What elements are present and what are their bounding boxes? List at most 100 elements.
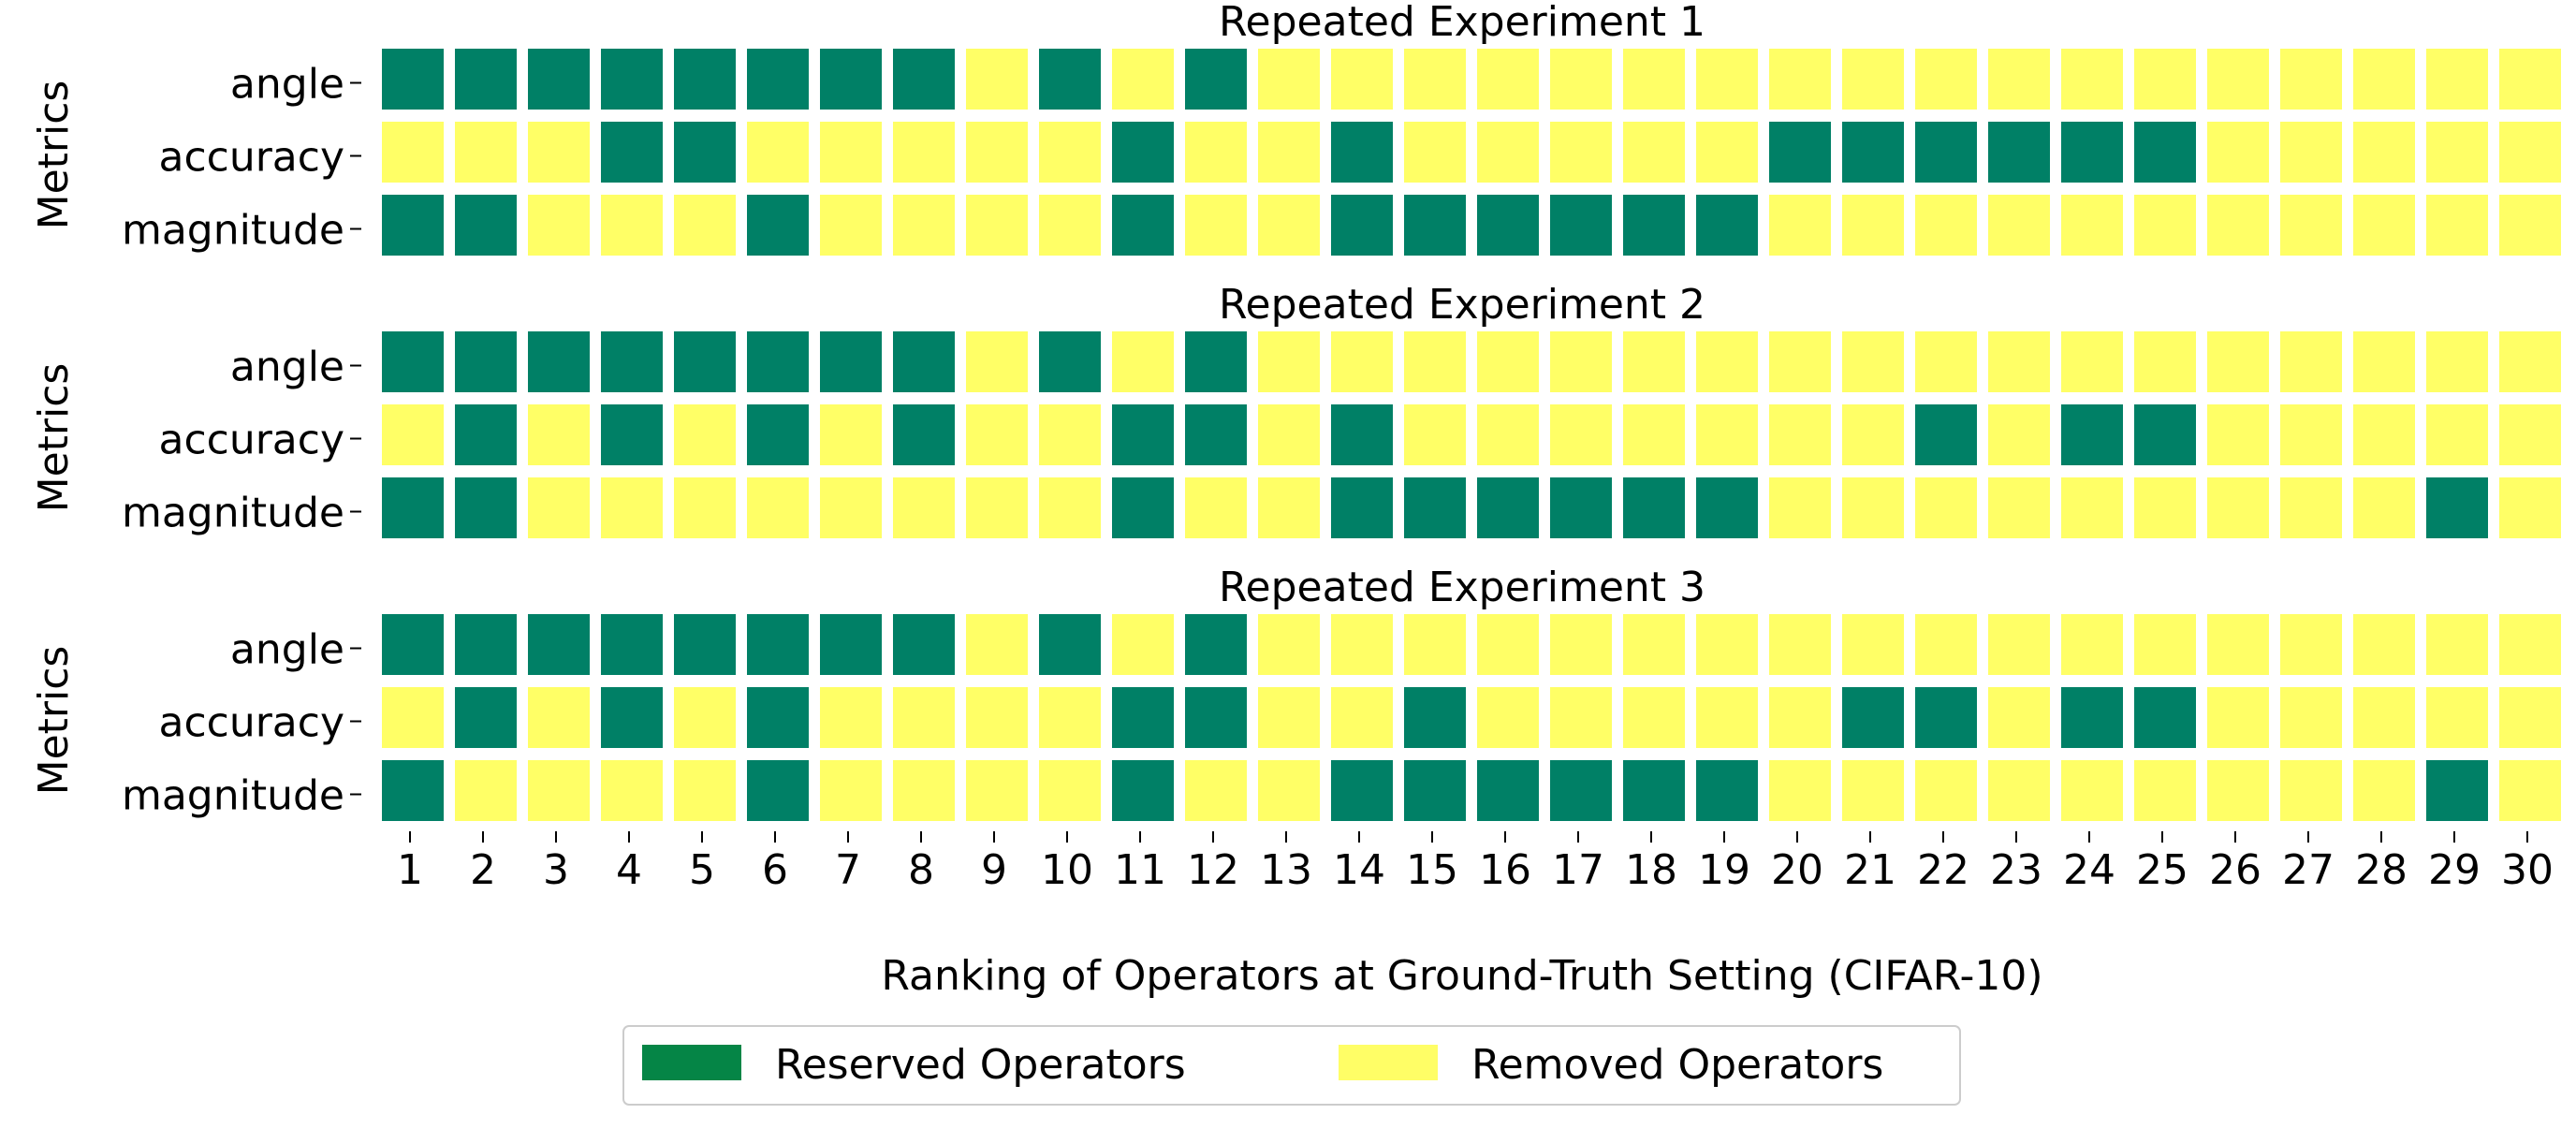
heatmap-cell	[893, 614, 955, 675]
heatmap-cell	[2426, 760, 2488, 821]
heatmap-cell	[1623, 122, 1685, 183]
heatmap-cell	[1112, 687, 1174, 748]
heatmap-cell	[2207, 477, 2269, 538]
heatmap-cell	[455, 760, 517, 821]
heatmap-cell	[1112, 614, 1174, 675]
heatmap-cell	[1039, 760, 1101, 821]
heatmap-cell	[1915, 687, 1977, 748]
heatmap-cell	[893, 760, 955, 821]
x-axis-label: Ranking of Operators at Ground-Truth Set…	[881, 952, 2042, 1000]
heatmap-cell	[1331, 760, 1393, 821]
heatmap-cell	[382, 49, 444, 110]
legend-frame	[622, 1025, 1961, 1106]
heatmap-cell	[528, 614, 590, 675]
heatmap-cell	[2499, 614, 2561, 675]
heatmap-cell	[820, 195, 882, 256]
heatmap-cell	[820, 687, 882, 748]
heatmap-cell	[2134, 195, 2196, 256]
heatmap-cell	[528, 49, 590, 110]
x-tick-label: 3	[543, 846, 569, 894]
heatmap-cell	[1185, 331, 1247, 392]
heatmap-cell	[674, 195, 736, 256]
heatmap-cell	[893, 404, 955, 465]
heatmap-cell	[1112, 122, 1174, 183]
heatmap-cell	[382, 122, 444, 183]
heatmap-cell	[966, 122, 1028, 183]
y-axis-label: Metrics	[30, 81, 78, 230]
heatmap-cell	[1915, 195, 1977, 256]
heatmap-cell	[1696, 687, 1758, 748]
heatmap-cell	[1331, 404, 1393, 465]
heatmap-cell	[1258, 404, 1320, 465]
heatmap-cell	[1769, 331, 1831, 392]
x-tick-label: 20	[1771, 846, 1823, 894]
heatmap-cell	[2280, 614, 2342, 675]
x-tick-label: 28	[2355, 846, 2408, 894]
heatmap-cell	[1915, 614, 1977, 675]
heatmap-cell	[601, 687, 663, 748]
heatmap-cell	[2426, 331, 2488, 392]
heatmap-cell	[1185, 49, 1247, 110]
heatmap-cell	[1477, 404, 1539, 465]
heatmap-cell	[966, 49, 1028, 110]
heatmap-cell	[1258, 122, 1320, 183]
heatmap-cell	[1769, 49, 1831, 110]
heatmap-cell	[2134, 404, 2196, 465]
heatmap-cell	[1988, 760, 2050, 821]
heatmap-cell	[1039, 49, 1101, 110]
heatmap-cell	[674, 614, 736, 675]
heatmap-cell	[820, 331, 882, 392]
heatmap-cell	[1915, 404, 1977, 465]
x-tick-label: 23	[1990, 846, 2042, 894]
row-label: angle	[230, 344, 344, 391]
heatmap-cell	[747, 195, 809, 256]
heatmap-cell	[2134, 122, 2196, 183]
row-label: magnitude	[122, 207, 344, 255]
heatmap-cell	[2280, 195, 2342, 256]
heatmap-cell	[2134, 477, 2196, 538]
heatmap-cell	[1112, 331, 1174, 392]
x-tick-label: 1	[397, 846, 423, 894]
heatmap-cell	[2061, 195, 2123, 256]
heatmap-cell	[1988, 122, 2050, 183]
heatmap-cell	[747, 404, 809, 465]
heatmap-cell	[1112, 760, 1174, 821]
heatmap-cell	[1623, 331, 1685, 392]
heatmap-cell	[1258, 760, 1320, 821]
heatmap-cell	[1331, 477, 1393, 538]
heatmap-cell	[2061, 404, 2123, 465]
heatmap-cell	[1623, 614, 1685, 675]
heatmap-cell	[1550, 614, 1612, 675]
heatmap-cell	[1769, 687, 1831, 748]
heatmap-cell	[1258, 687, 1320, 748]
heatmap-cell	[1842, 404, 1904, 465]
heatmap-cell	[674, 122, 736, 183]
heatmap-cell	[382, 195, 444, 256]
heatmap-cell	[966, 614, 1028, 675]
heatmap-cell	[2426, 614, 2488, 675]
row-label: angle	[230, 61, 344, 109]
heatmap-cell	[1477, 331, 1539, 392]
heatmap-cell	[2134, 331, 2196, 392]
heatmap-cell	[966, 760, 1028, 821]
heatmap-cell	[1842, 477, 1904, 538]
heatmap-cell	[747, 760, 809, 821]
heatmap-cell	[2207, 614, 2269, 675]
heatmap-cell	[1258, 195, 1320, 256]
x-tick-label: 27	[2282, 846, 2334, 894]
heatmap-cell	[1404, 122, 1466, 183]
heatmap-cell	[2426, 404, 2488, 465]
heatmap-cell	[2426, 122, 2488, 183]
legend-swatch	[642, 1045, 741, 1080]
heatmap-cell	[1112, 49, 1174, 110]
heatmap-cell	[747, 477, 809, 538]
heatmap-cell	[2061, 477, 2123, 538]
heatmap-cell	[601, 49, 663, 110]
heatmap-cell	[1185, 195, 1247, 256]
heatmap-cell	[1842, 614, 1904, 675]
heatmap-cell	[1404, 49, 1466, 110]
heatmap-cell	[1477, 760, 1539, 821]
heatmap-cell	[1696, 331, 1758, 392]
